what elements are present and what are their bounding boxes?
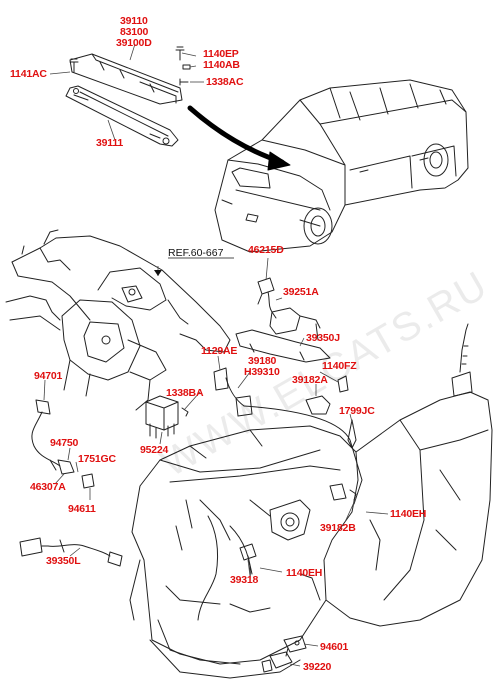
sensor-39350L-drawing bbox=[19, 537, 123, 567]
part-label-46215D[interactable]: 46215D bbox=[248, 244, 284, 256]
cam-sensor-drawing bbox=[213, 367, 363, 505]
part-label-39110[interactable]: 39110 bbox=[120, 15, 148, 27]
relay-drawing bbox=[145, 395, 189, 439]
part-label-39100D[interactable]: 39100D bbox=[116, 37, 152, 49]
part-label-39251A[interactable]: 39251A bbox=[283, 286, 319, 298]
part-label-39111[interactable]: 39111 bbox=[96, 137, 124, 149]
part-label-1141AC[interactable]: 1141AC bbox=[10, 68, 47, 80]
part-label-1140EH-low[interactable]: 1140EH bbox=[286, 567, 323, 579]
reference-label[interactable]: REF.60-667 bbox=[168, 247, 224, 259]
part-label-39350J[interactable]: 39350J bbox=[306, 332, 340, 344]
part-label-1338AC[interactable]: 1338AC bbox=[206, 76, 244, 88]
transmission-drawing bbox=[299, 323, 493, 627]
ref-arrow bbox=[154, 270, 162, 276]
part-label-83100[interactable]: 83100 bbox=[120, 26, 149, 38]
part-label-94601[interactable]: 94601 bbox=[320, 641, 349, 653]
harness-drawing bbox=[235, 277, 331, 363]
part-label-94611[interactable]: 94611 bbox=[68, 503, 96, 515]
part-label-94750[interactable]: 94750 bbox=[50, 437, 79, 449]
engine-drawing bbox=[129, 425, 359, 679]
part-label-39180[interactable]: 39180 bbox=[248, 355, 277, 367]
part-label-39220[interactable]: 39220 bbox=[303, 661, 332, 673]
part-label-39182B[interactable]: 39182B bbox=[320, 522, 356, 534]
part-label-39318[interactable]: 39318 bbox=[230, 574, 259, 586]
sensor-39220-drawing bbox=[261, 635, 307, 673]
part-label-95224[interactable]: 95224 bbox=[140, 444, 169, 456]
location-arrow bbox=[187, 105, 285, 165]
part-label-H39310[interactable]: H39310 bbox=[244, 366, 280, 378]
part-label-1140FZ[interactable]: 1140FZ bbox=[322, 360, 357, 372]
part-label-1140AB[interactable]: 1140AB bbox=[203, 59, 240, 71]
sensor-94750-drawing bbox=[31, 399, 95, 489]
part-label-1338BA[interactable]: 1338BA bbox=[166, 387, 204, 399]
part-label-1799JC[interactable]: 1799JC bbox=[339, 405, 375, 417]
part-label-1129AE[interactable]: 1129AE bbox=[201, 345, 238, 357]
part-label-1751GC[interactable]: 1751GC bbox=[78, 453, 116, 465]
part-label-1140EP[interactable]: 1140EP bbox=[203, 48, 239, 60]
part-label-39350L[interactable]: 39350L bbox=[46, 555, 81, 567]
leader-lines bbox=[43, 43, 389, 667]
part-label-94701[interactable]: 94701 bbox=[34, 370, 63, 382]
crossbar-drawing bbox=[5, 229, 231, 411]
part-label-39182A[interactable]: 39182A bbox=[292, 374, 328, 386]
vehicle-drawing bbox=[214, 79, 469, 253]
ecu-bracket-drawing bbox=[65, 46, 191, 147]
part-label-46307A[interactable]: 46307A bbox=[30, 481, 66, 493]
part-label-1140EH-right[interactable]: 1140EH bbox=[390, 508, 427, 520]
